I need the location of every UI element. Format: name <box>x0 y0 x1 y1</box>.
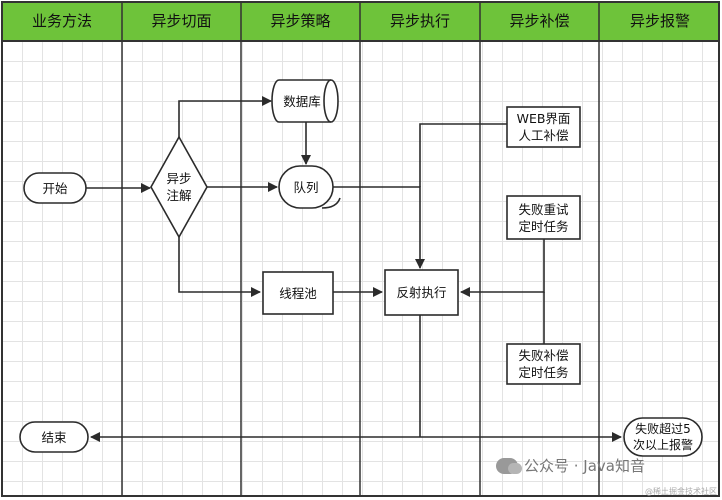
watermark-text: 公众号 · Java知音 <box>524 457 645 475</box>
alarm-node <box>623 417 703 457</box>
wechat-icon <box>496 457 522 474</box>
decision-node <box>150 135 208 239</box>
watermark-subtext: @稀土掘金技术社区 <box>645 487 717 496</box>
edge-decision-to-threadpool <box>178 237 261 297</box>
lane-title-aspect: 异步切面 <box>151 12 212 30</box>
reflect-exec-node <box>384 269 459 316</box>
lane-title-business: 业务方法 <box>31 12 92 30</box>
retry-task-node <box>506 195 581 240</box>
edge-retry-to-exec <box>460 239 545 297</box>
compensate-task-node <box>506 343 581 385</box>
lane-title-execute: 异步执行 <box>389 12 450 30</box>
watermark: 公众号 · Java知音 <box>496 455 645 476</box>
edge-web-to-exec <box>419 123 507 187</box>
database-node <box>271 79 339 123</box>
thread-pool-node <box>262 271 334 315</box>
queue-node <box>278 165 341 209</box>
lane-title-alarm: 异步报警 <box>629 12 690 30</box>
edge-decision-to-database <box>178 96 272 137</box>
end-node <box>19 421 89 453</box>
lane-title-compensate: 异步补偿 <box>509 12 570 30</box>
lane-title-strategy: 异步策略 <box>270 12 331 30</box>
web-compensate-node <box>506 106 581 148</box>
start-node <box>23 172 87 204</box>
edge-queue-to-exec <box>333 186 425 269</box>
